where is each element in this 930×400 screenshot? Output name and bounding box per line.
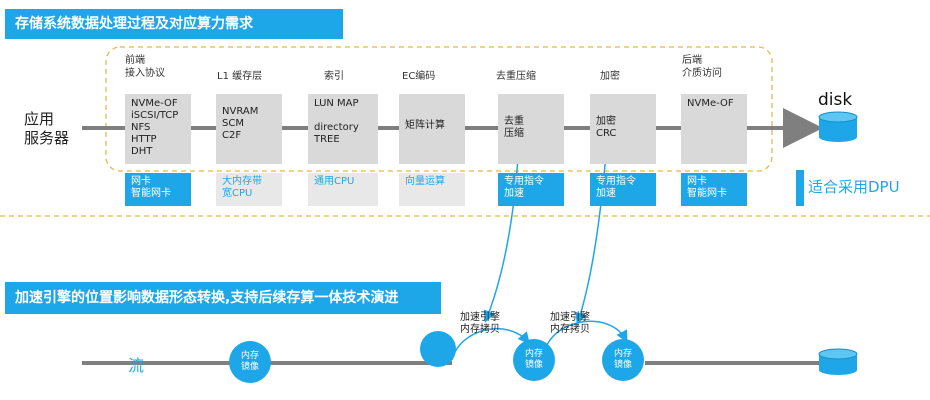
box-line: TREE (314, 134, 340, 145)
box-line: NFS (131, 122, 151, 133)
engine-line: 加速引擎 (550, 312, 590, 323)
tag-line: 大内存带 (222, 176, 262, 187)
stage-label-line: 加密 (600, 71, 620, 82)
disk-icon-bottom (818, 348, 858, 375)
box-line (314, 110, 372, 122)
tag-line: 智能网卡 (131, 188, 171, 199)
stage-label-dedup: 去重压缩 (496, 70, 536, 83)
stage-tag-frontend: 网卡 智能网卡 (125, 173, 191, 206)
stage-box-dedup: 去重 压缩 (498, 94, 564, 164)
bottom-title-banner: 加速引擎的位置影响数据形态转换,支持后续存算一体技术演进 (5, 282, 441, 314)
engine-line: 内存拷贝 (460, 324, 500, 335)
stage-label-line: L1 缓存层 (217, 71, 263, 82)
tag-line: 向量运算 (405, 176, 445, 187)
stage-tag-index: 通用CPU (308, 173, 378, 206)
stage-box-index: LUN MAP directory TREE (308, 94, 378, 164)
circle-line: 镜像 (524, 360, 543, 370)
box-line: SCM (222, 118, 244, 129)
connector-dedup (483, 141, 520, 323)
box-line: DHT (131, 146, 153, 157)
server-line-1: 应用 (24, 110, 55, 128)
tag-line: 专用指令 (596, 176, 636, 187)
box-line: 压缩 (504, 128, 524, 139)
tag-line: 网卡 (131, 176, 151, 187)
disk-label: disk (818, 90, 853, 110)
circle-line: 内存 (240, 351, 259, 361)
stage-label-index: 索引 (324, 70, 344, 83)
tag-line: 网卡 (687, 176, 707, 187)
tag-line: 加速 (596, 188, 616, 199)
lower-circle-3 (513, 339, 555, 381)
tag-line: 宽CPU (222, 188, 253, 199)
box-line: iSCSI/TCP (131, 110, 179, 121)
legend-swatch (796, 170, 804, 206)
stage-label-backend: 后端 介质访问 (682, 54, 722, 80)
stage-label-line: 去重压缩 (496, 71, 536, 82)
stage-box-ec: 矩阵计算 (399, 94, 465, 164)
bypass-arc-2 (544, 320, 628, 351)
box-line: 加密 (596, 116, 616, 127)
stage-label-line: 接入协议 (125, 68, 165, 79)
circle-line: 镜像 (613, 360, 632, 370)
box-line: NVMe-OF (131, 98, 178, 109)
stage-label-line: 索引 (324, 71, 344, 82)
stage-label-line: EC编码 (402, 71, 436, 82)
stage-tag-encrypt: 专用指令 加速 (590, 173, 656, 206)
server-line-2: 服务器 (24, 129, 70, 147)
box-line: NVRAM (222, 106, 259, 117)
engine-line: 加速引擎 (460, 312, 500, 323)
stage-tag-dedup: 专用指令 加速 (498, 173, 564, 206)
box-line: CRC (596, 128, 617, 139)
tag-line: 通用CPU (314, 176, 355, 187)
circle-line: 镜像 (240, 362, 259, 372)
stage-tag-backend: 网卡 智能网卡 (681, 173, 747, 206)
stage-label-line: 介质访问 (682, 68, 722, 79)
lower-circle-2 (420, 331, 456, 367)
box-line: 矩阵计算 (405, 120, 445, 131)
engine-label-1: 加速引擎 内存拷贝 (460, 312, 500, 336)
application-server-label: 应用 服务器 (24, 110, 69, 148)
stage-label-l1-cache: L1 缓存层 (217, 70, 262, 83)
stage-box-encrypt: 加密 CRC (590, 94, 656, 164)
disk-icon (818, 111, 858, 142)
legend-text: 适合采用DPU (808, 178, 900, 196)
connector-encrypt (575, 141, 608, 325)
box-line: 去重 (504, 116, 524, 127)
memory-mirror-label-2: 内存 镜像 (513, 349, 555, 371)
box-line: LUN MAP (314, 98, 359, 109)
memory-mirror-label-1: 内存 镜像 (229, 351, 271, 373)
tag-line: 专用指令 (504, 176, 544, 187)
circle-line: 内存 (613, 349, 632, 359)
bottom-title: 加速引擎的位置影响数据形态转换,支持后续存算一体技术演进 (15, 290, 399, 306)
stage-tag-ec: 向量运算 (399, 173, 465, 206)
stage-tag-l1-cache: 大内存带 宽CPU (216, 173, 282, 206)
box-line: C2F (222, 130, 242, 141)
tag-line: 加速 (504, 188, 524, 199)
stage-label-frontend: 前端 接入协议 (125, 54, 165, 80)
stage-box-backend: NVMe-OF (681, 94, 747, 164)
lower-circle-4 (602, 339, 644, 381)
stage-label-encrypt: 加密 (600, 70, 620, 83)
stage-label-line: 前端 (125, 55, 145, 66)
lower-circle-1 (229, 341, 271, 383)
stage-label-ec: EC编码 (402, 70, 435, 83)
stage-box-frontend: NVMe-OF iSCSI/TCP NFS HTTP DHT (125, 94, 191, 164)
process-region-boundary (105, 46, 773, 172)
top-title-banner: 存储系统数据处理过程及对应算力需求 (5, 9, 343, 39)
tag-line: 智能网卡 (687, 188, 727, 199)
engine-label-2: 加速引擎 内存拷贝 (550, 312, 590, 336)
top-title: 存储系统数据处理过程及对应算力需求 (15, 16, 253, 32)
engine-line: 内存拷贝 (550, 324, 590, 335)
stage-box-l1-cache: NVRAM SCM C2F (216, 94, 282, 164)
stage-label-line: 后端 (682, 55, 702, 66)
box-line: NVMe-OF (687, 98, 734, 109)
box-line: directory (314, 122, 359, 133)
box-line: HTTP (131, 134, 157, 145)
memory-mirror-label-3: 内存 镜像 (602, 349, 644, 371)
circle-line: 内存 (524, 349, 543, 359)
flow-label: 流 (128, 356, 145, 375)
